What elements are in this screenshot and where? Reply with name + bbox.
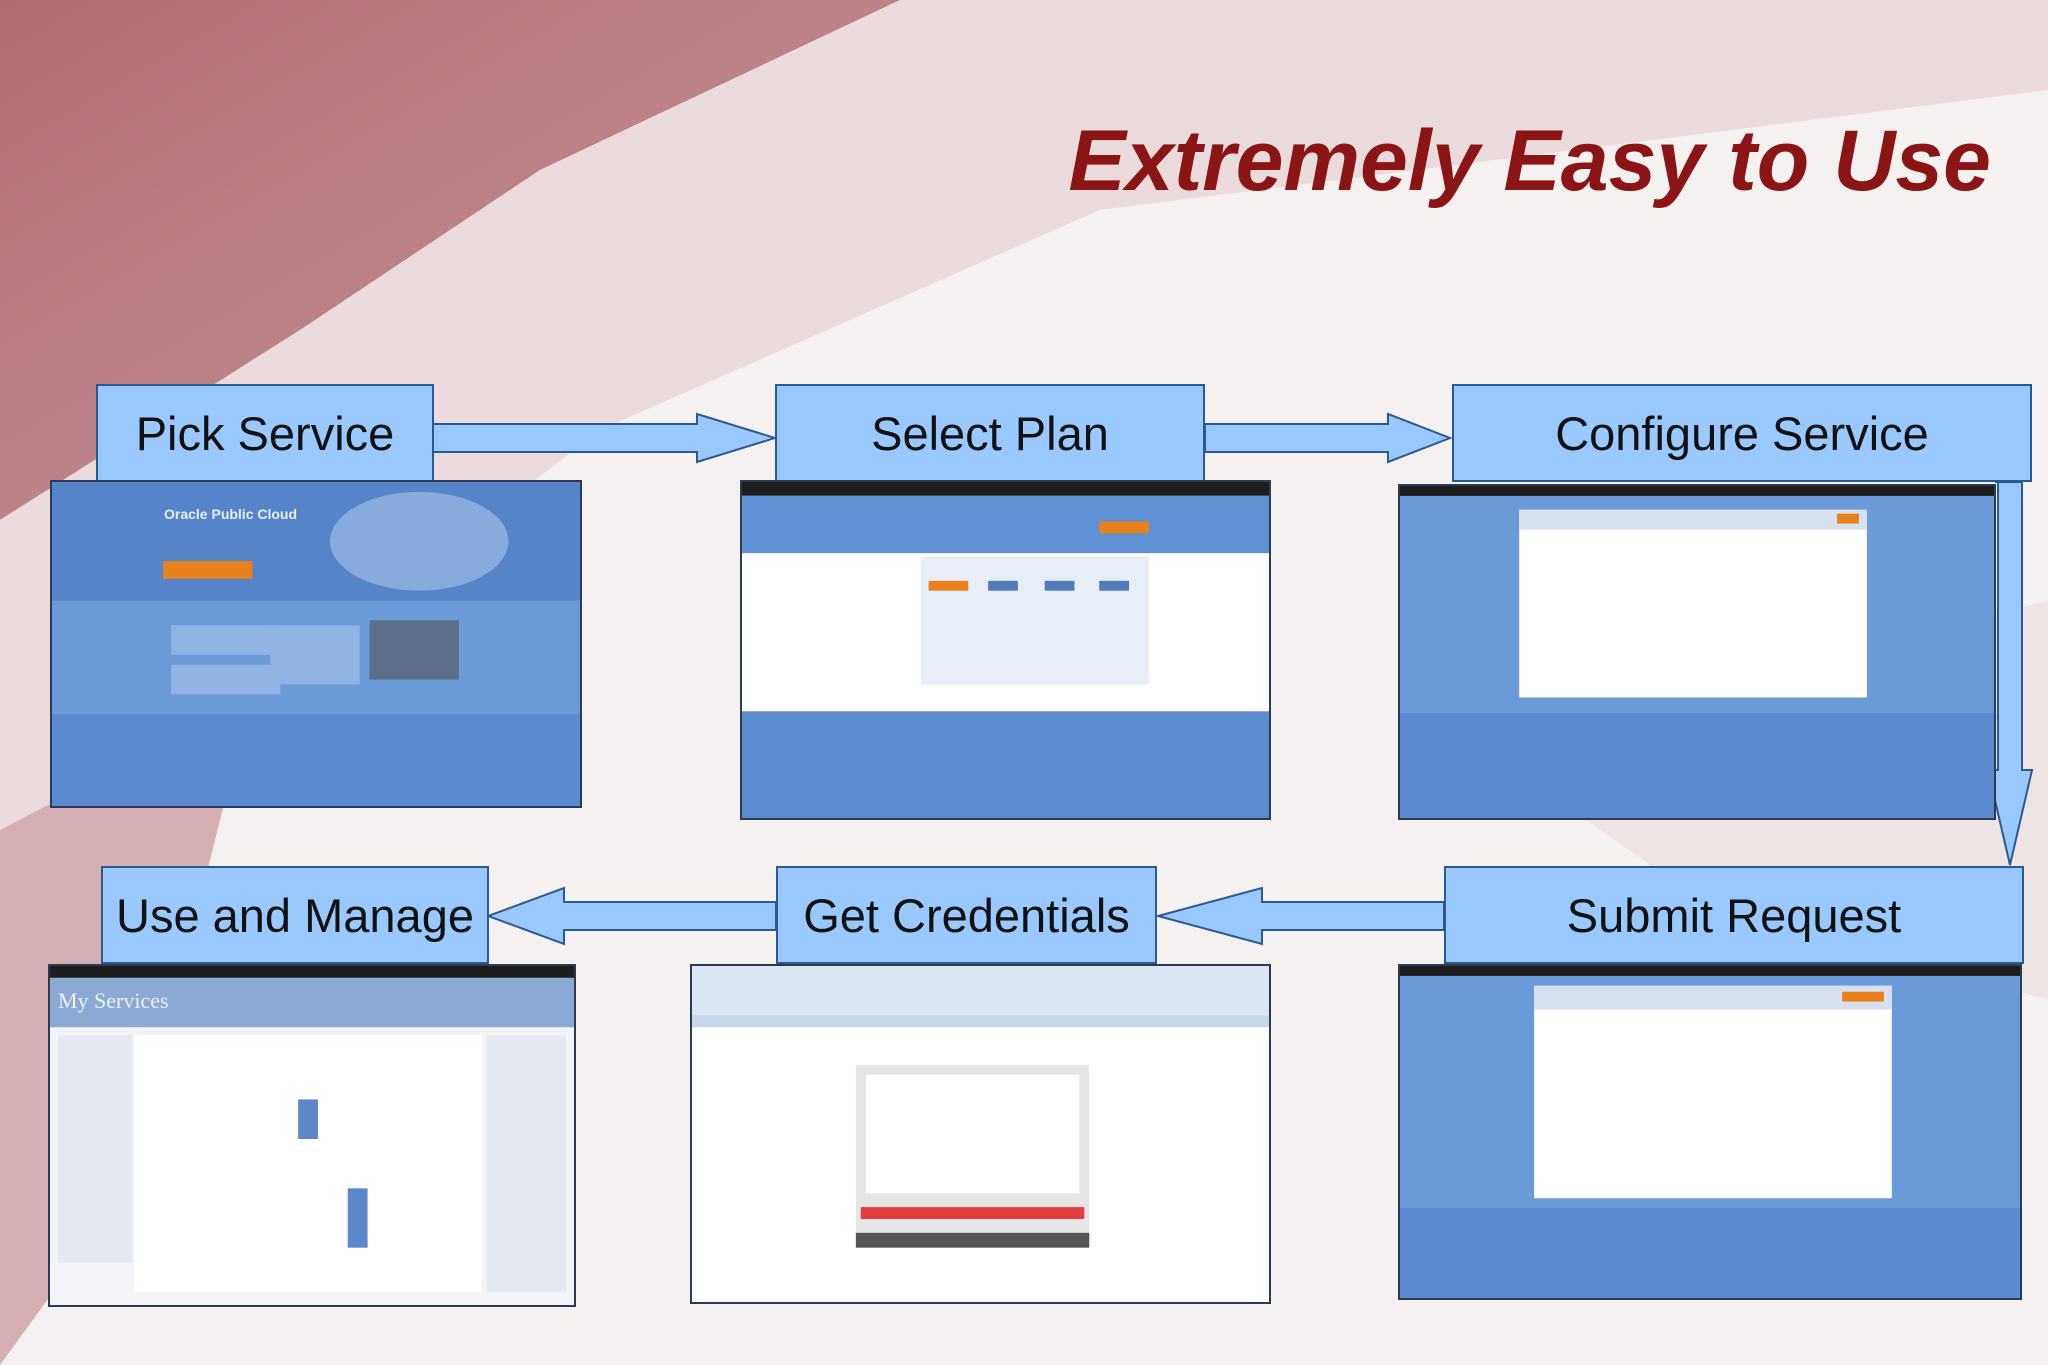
step-label-select-plan: Select Plan bbox=[775, 384, 1205, 482]
step-label-text: Pick Service bbox=[135, 406, 395, 460]
step-label-configure-service: Configure Service bbox=[1452, 384, 2032, 482]
screenshot-get-credentials bbox=[690, 964, 1271, 1304]
screenshot-configure-service bbox=[1398, 484, 1996, 820]
slide-title: Extremely Easy to Use bbox=[1068, 113, 1991, 209]
step-label-text: Get Credentials bbox=[803, 888, 1130, 942]
step-label-get-credentials: Get Credentials bbox=[776, 866, 1157, 964]
step-label-text: Use and Manage bbox=[116, 888, 474, 942]
step-label-text: Submit Request bbox=[1566, 888, 1902, 942]
step-label-use-and-manage: Use and Manage bbox=[101, 866, 489, 964]
screenshot-select-plan bbox=[740, 480, 1271, 820]
step-label-text: Configure Service bbox=[1555, 406, 1929, 460]
screenshot-submit-request bbox=[1398, 964, 2022, 1300]
screenshot-pick-service: Oracle Public Cloud bbox=[50, 480, 582, 808]
screen-heading: My Services bbox=[58, 988, 169, 1013]
step-label-pick-service: Pick Service bbox=[96, 384, 434, 482]
screenshot-use-and-manage: My Services bbox=[48, 964, 576, 1307]
screen-heading: Oracle Public Cloud bbox=[164, 506, 298, 522]
step-label-text: Select Plan bbox=[871, 406, 1109, 460]
step-label-submit-request: Submit Request bbox=[1444, 866, 2024, 964]
